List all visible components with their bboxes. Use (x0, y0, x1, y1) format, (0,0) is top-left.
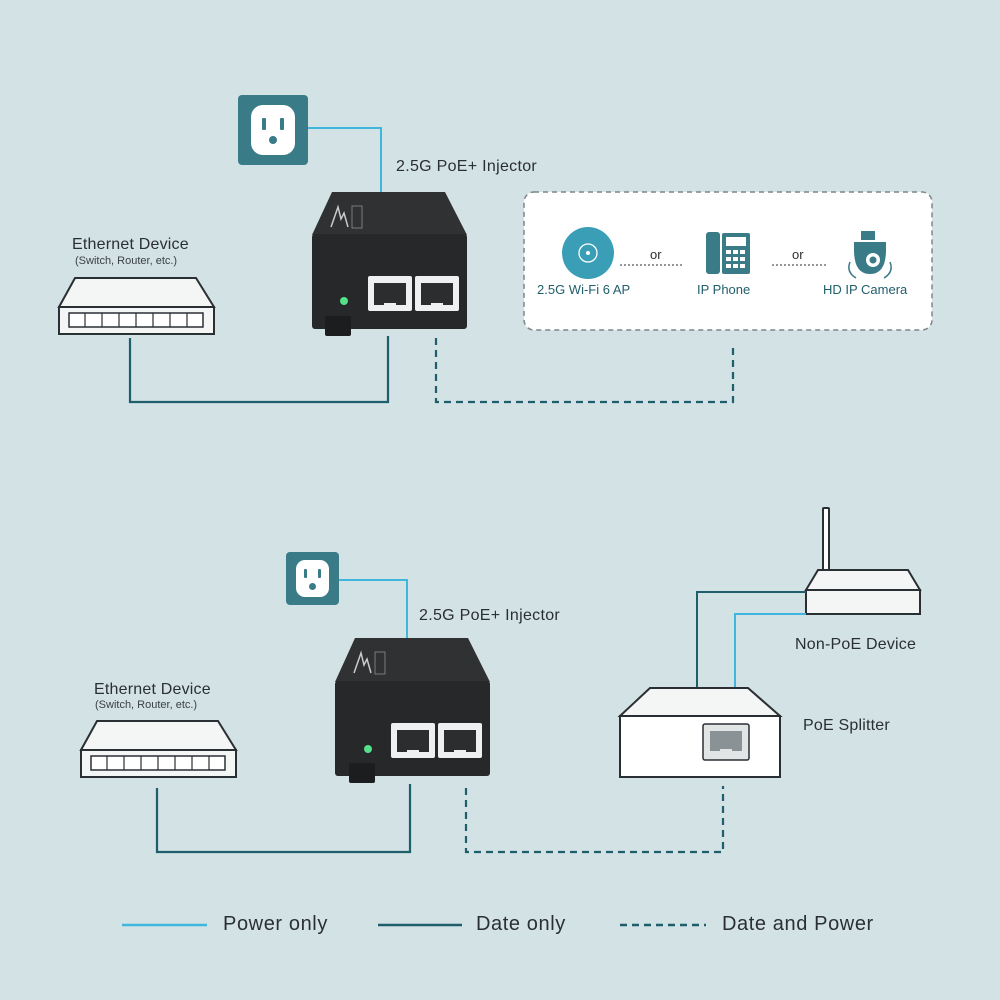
ip-phone-icon (706, 232, 750, 274)
poe-splitter-label: PoE Splitter (803, 717, 890, 734)
ethernet-switch-icon (79, 720, 238, 778)
poe-injector (312, 192, 467, 336)
ethernet-device-subtitle: (Switch, Router, etc.) (75, 255, 178, 267)
ip-phone-label: IP Phone (697, 282, 751, 297)
status-led (364, 745, 372, 753)
top-scenario (57, 95, 933, 404)
data-line (696, 591, 806, 688)
ethernet-port-icon (702, 723, 750, 761)
data-line (155, 784, 412, 854)
data-line (128, 336, 390, 404)
legend-power-label: Power only (223, 913, 328, 935)
access-point-icon (562, 227, 614, 279)
ethernet-switch-icon (57, 277, 216, 335)
or-label: or (792, 247, 804, 262)
legend-data-label: Date only (476, 913, 566, 935)
or-label: or (650, 247, 662, 262)
data-power-line (434, 338, 735, 404)
ethernet-port-icon (415, 276, 459, 311)
router-icon (804, 507, 922, 615)
power-line (339, 579, 408, 638)
ethernet-port-icon (438, 723, 482, 758)
injector-label: 2.5G PoE+ Injector (396, 158, 538, 175)
ethernet-device-subtitle: (Switch, Router, etc.) (95, 699, 198, 711)
brand-logo-icon (330, 204, 363, 229)
ethernet-device-title: Ethernet Device (94, 681, 211, 698)
data-power-line (464, 786, 725, 854)
ethernet-port-icon (368, 276, 412, 311)
ip-camera-icon (848, 231, 892, 279)
non-poe-device-label: Non-PoE Device (795, 636, 917, 653)
ethernet-device-title: Ethernet Device (72, 236, 189, 253)
bottom-scenario (79, 507, 922, 854)
legend-data-power-label: Date and Power (722, 913, 874, 935)
injector-label: 2.5G PoE+ Injector (419, 607, 561, 624)
status-led (340, 297, 348, 305)
poe-splitter-icon (617, 687, 783, 778)
brand-logo-icon (353, 650, 386, 675)
power-line (734, 613, 806, 688)
ethernet-port-icon (391, 723, 435, 758)
ip-camera-label: HD IP Camera (823, 282, 908, 297)
access-point-label: 2.5G Wi-Fi 6 AP (537, 282, 631, 297)
power-outlet-icon (286, 552, 339, 605)
power-line (308, 127, 382, 192)
power-outlet-icon (238, 95, 308, 165)
poe-injector (335, 638, 490, 783)
